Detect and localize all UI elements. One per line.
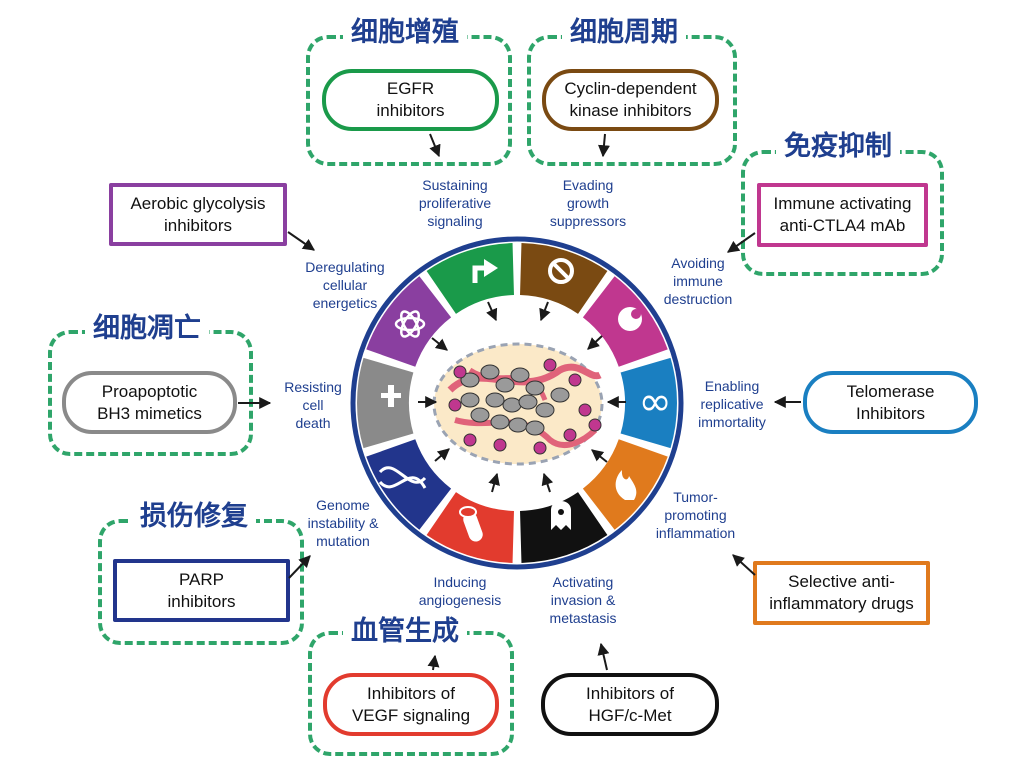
immune-cell-icon bbox=[618, 307, 642, 331]
segment-invasion bbox=[520, 492, 608, 563]
tumor-cell bbox=[525, 420, 545, 436]
immune-cell bbox=[453, 365, 467, 379]
drug-egfr: EGFR inhibitors bbox=[322, 69, 499, 131]
dna-icon bbox=[378, 466, 427, 489]
hallmark-cell-death: Resisting cell death bbox=[284, 379, 342, 431]
segment-cell-death bbox=[357, 357, 414, 449]
segment-proliferative bbox=[426, 243, 514, 314]
category-proliferation: 细胞增殖 bbox=[343, 16, 467, 50]
drug-vegf: Inhibitors of VEGF signaling bbox=[323, 673, 499, 736]
immune-cell bbox=[493, 438, 507, 452]
segment-energetics bbox=[366, 276, 452, 367]
immune-cell bbox=[533, 441, 547, 455]
hallmark-proliferative: Sustaining proliferative signaling bbox=[418, 177, 492, 229]
hallmark-inflammation: Tumor- promoting inflammation bbox=[655, 489, 736, 541]
immune-cell bbox=[543, 358, 557, 372]
drug-parp: PARP inhibitors bbox=[113, 559, 290, 622]
drug-arrows bbox=[238, 133, 801, 671]
tumor-cell bbox=[470, 407, 490, 423]
drug-hgf: Inhibitors of HGF/c-Met bbox=[541, 673, 719, 736]
tumor-cell bbox=[550, 387, 570, 403]
flame-icon bbox=[615, 470, 637, 500]
segment-growth-suppressors bbox=[520, 243, 608, 314]
hallmark-immune: Avoiding immune destruction bbox=[663, 255, 733, 307]
tumor-cell bbox=[480, 364, 500, 380]
drug-ctla4: Immune activating anti-CTLA4 mAb bbox=[757, 183, 928, 247]
segment-genome bbox=[366, 439, 452, 530]
tumor-cell bbox=[495, 377, 515, 393]
prohibited-icon bbox=[548, 258, 574, 284]
hallmark-angiogenesis: Inducing angiogenesis bbox=[418, 574, 502, 608]
hallmark-genome: Genome instability & mutation bbox=[307, 497, 379, 549]
infinity-icon: ∞ bbox=[638, 379, 671, 425]
drug-bh3: Proapoptotic BH3 mimetics bbox=[62, 371, 237, 434]
immune-cell bbox=[563, 428, 577, 442]
hallmark-replicative: Enabling replicative immortality bbox=[698, 378, 766, 430]
tumor-cell bbox=[460, 372, 480, 388]
tumor-cell bbox=[490, 414, 510, 430]
inner-arrows bbox=[418, 301, 626, 493]
category-cycle: 细胞周期 bbox=[562, 16, 686, 50]
immune-cell bbox=[578, 403, 592, 417]
tumor-cell bbox=[535, 402, 555, 418]
blood-vessel-icon bbox=[459, 506, 483, 542]
category-damage: 损伤修复 bbox=[132, 500, 256, 534]
immune-cell bbox=[463, 433, 477, 447]
drug-telomerase: Telomerase Inhibitors bbox=[803, 371, 978, 434]
hallmark-growth-suppressors: Evading growth suppressors bbox=[549, 177, 627, 229]
tombstone-cross-icon bbox=[381, 385, 401, 407]
tumor-cell bbox=[518, 394, 538, 410]
drug-glycolysis: Aerobic glycolysis inhibitors bbox=[109, 183, 287, 246]
tumor-illustration bbox=[432, 342, 604, 466]
hallmark-invasion: Activating invasion & metastasis bbox=[549, 574, 617, 626]
tumor-cell bbox=[485, 392, 505, 408]
tumor-cell bbox=[510, 367, 530, 383]
ghost-cell-icon bbox=[551, 501, 571, 530]
tumor-cell bbox=[502, 397, 522, 413]
immune-cell bbox=[568, 373, 582, 387]
category-apoptosis: 细胞凋亡 bbox=[85, 312, 209, 346]
segment-replicative bbox=[620, 357, 677, 449]
arrow-up-icon bbox=[472, 259, 498, 283]
category-immune: 免疫抑制 bbox=[776, 130, 900, 164]
immune-cell bbox=[588, 418, 602, 432]
atom-icon bbox=[394, 310, 426, 338]
hallmark-energetics: Deregulating cellular energetics bbox=[305, 259, 385, 311]
drug-antiinflammatory: Selective anti- inflammatory drugs bbox=[753, 561, 930, 625]
category-angiogenesis: 血管生成 bbox=[343, 615, 467, 649]
tumor-cell bbox=[460, 392, 480, 408]
tumor-cell bbox=[508, 417, 528, 433]
drug-cdk: Cyclin-dependent kinase inhibitors bbox=[542, 69, 719, 131]
immune-cell bbox=[448, 398, 462, 412]
tumor-cell bbox=[525, 380, 545, 396]
